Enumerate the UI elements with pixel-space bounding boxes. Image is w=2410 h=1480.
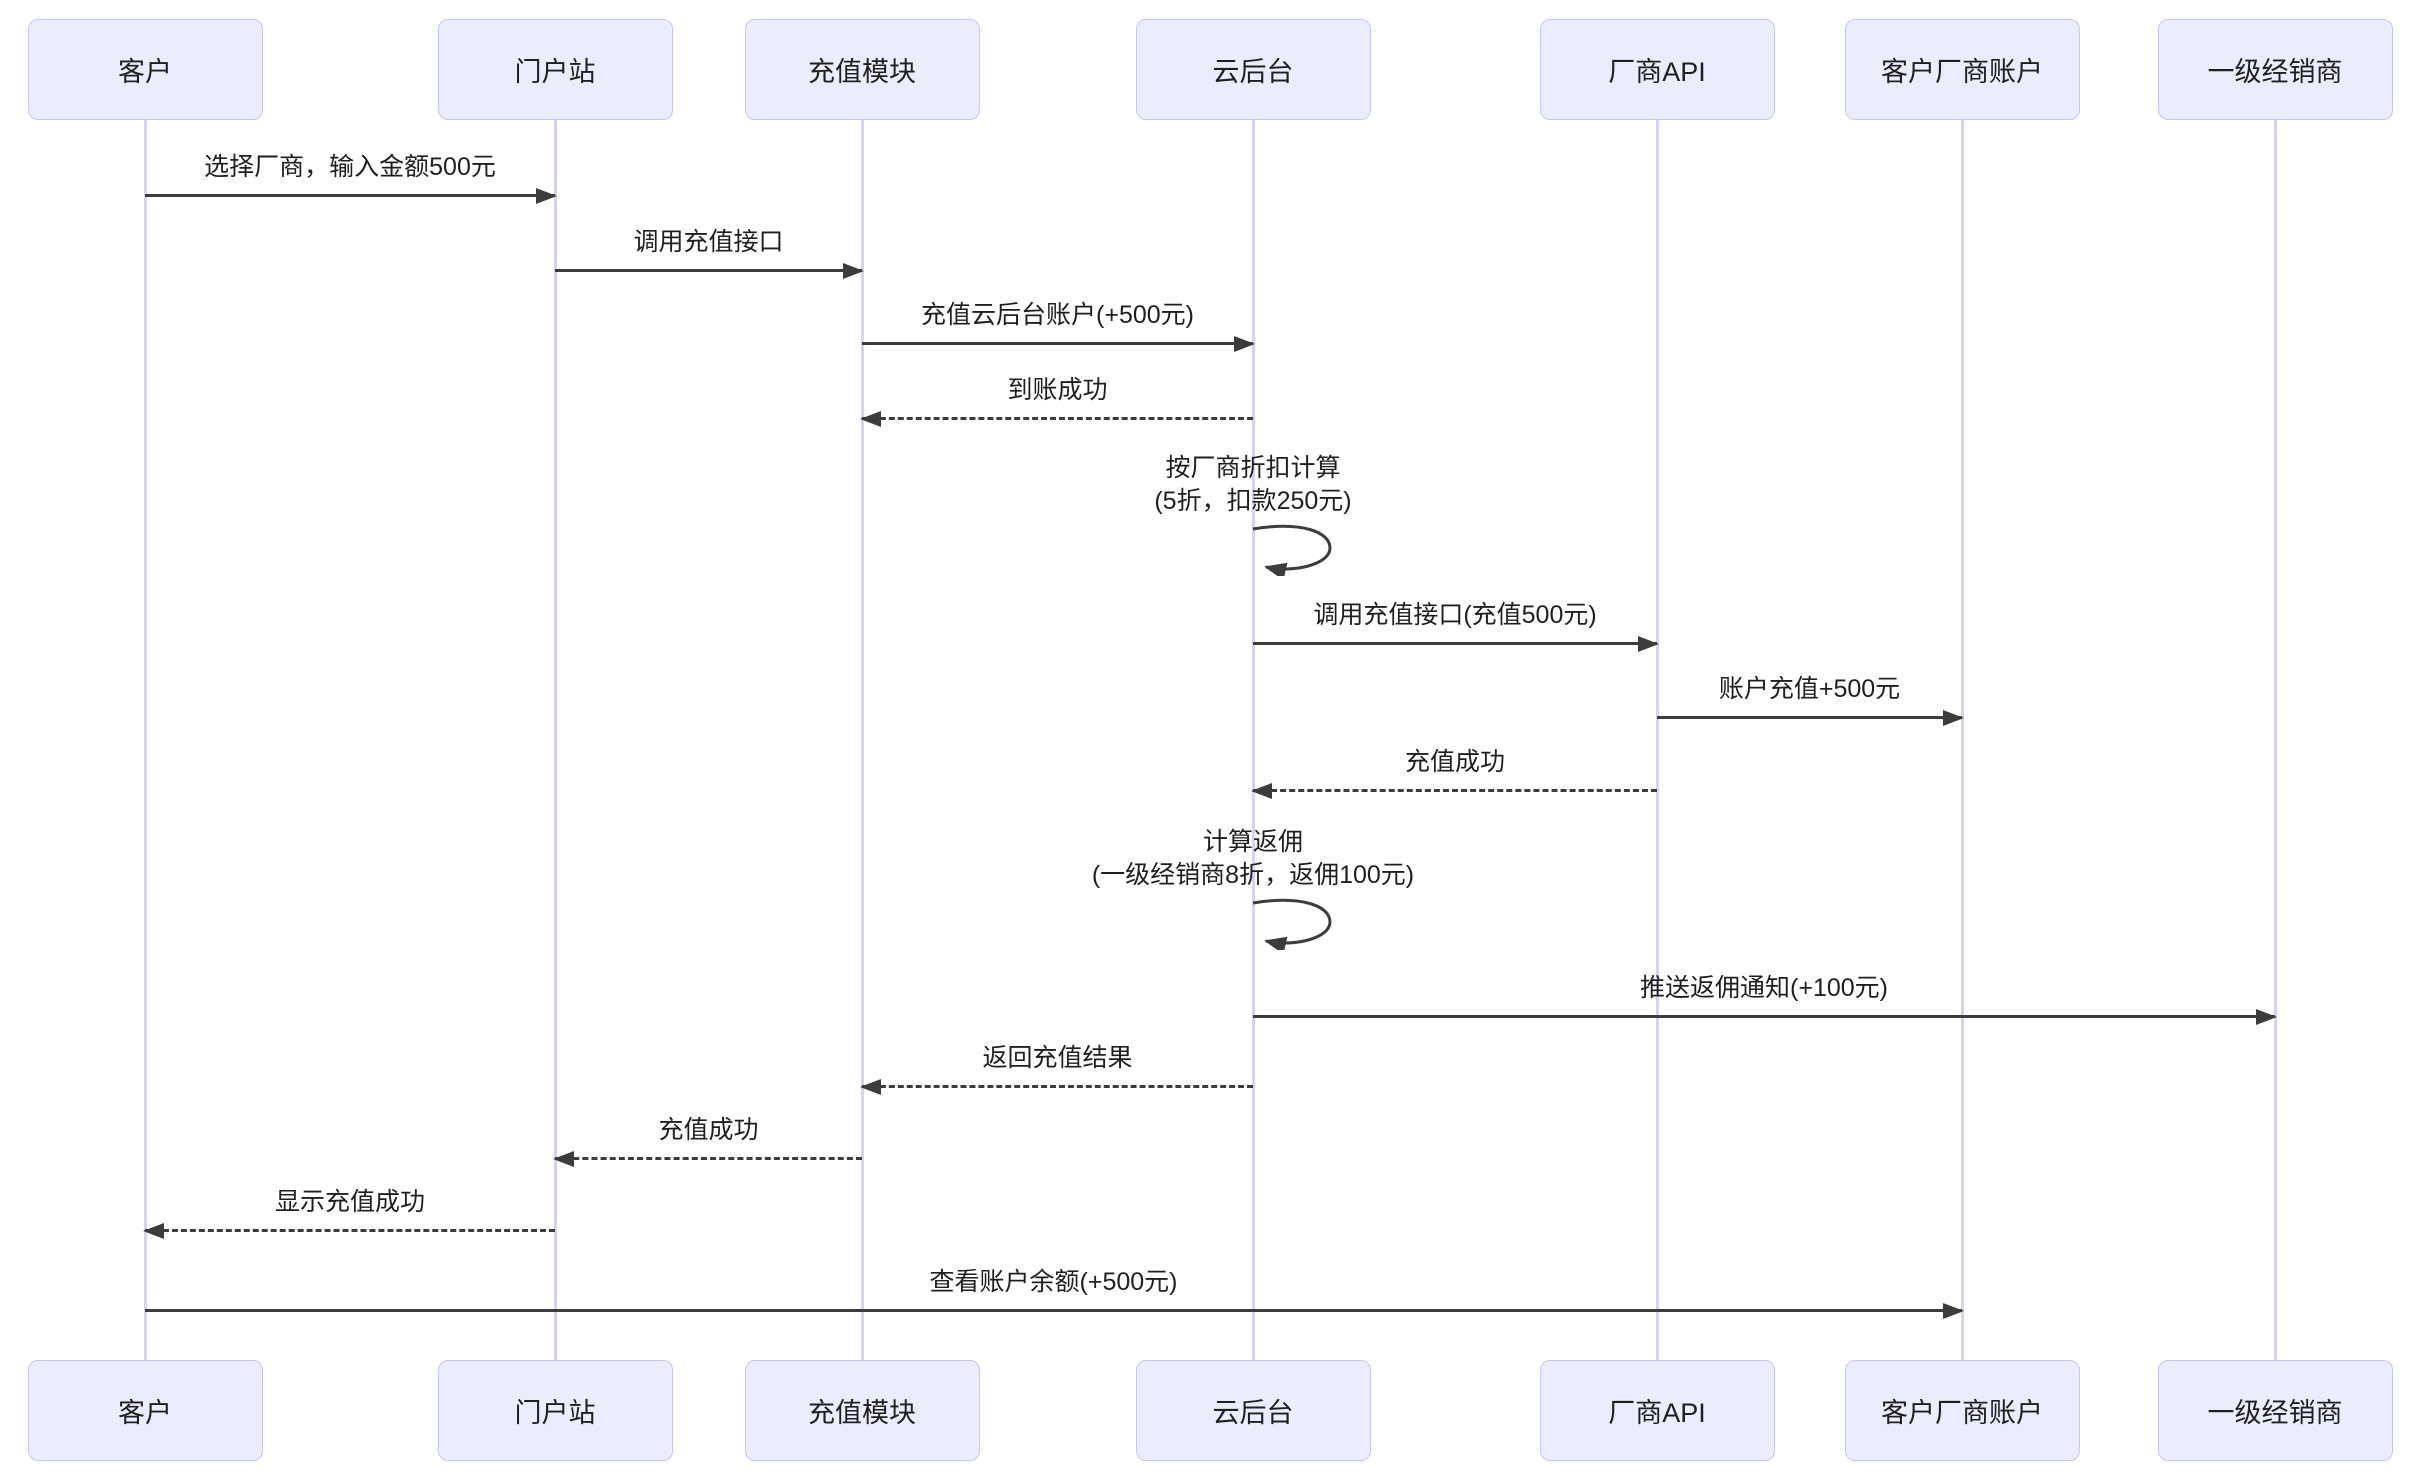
- actor-bottom-vendor-api: 厂商API: [1539, 1360, 1775, 1461]
- lifeline-recharge-module: [860, 120, 864, 1360]
- arrow-line: [1253, 789, 1657, 792]
- message-label: 计算返佣: [1202, 828, 1303, 856]
- arrowhead: [860, 1079, 881, 1095]
- arrow-line: [862, 417, 1253, 420]
- actor-bottom-customer: 客户: [27, 1360, 263, 1461]
- actor-label: 厂商API: [1608, 57, 1706, 87]
- actor-label: 客户厂商账户: [1881, 57, 2043, 87]
- message-label: 显示充值成功: [274, 1188, 425, 1216]
- actor-label: 一级经销商: [2207, 1398, 2343, 1428]
- lifeline-customer-vendor-account: [1960, 120, 1964, 1360]
- arrow-line: [145, 194, 555, 197]
- arrow-line: [145, 1309, 1962, 1312]
- message-label: 调用充值接口(充值500元): [1313, 601, 1597, 629]
- arrow-line: [555, 1157, 862, 1160]
- message-label: 查看账户余额(+500元): [929, 1268, 1178, 1296]
- arrowhead: [1638, 636, 1659, 652]
- message-recharge-success-to-portal: 充值成功: [553, 1108, 862, 1167]
- lifeline-portal-site: [553, 120, 557, 1360]
- message-label: 选择厂商，输入金额500元: [204, 153, 496, 181]
- actor-label: 门户站: [514, 57, 596, 87]
- message-label: 推送返佣通知(+100元): [1640, 974, 1888, 1002]
- lifeline-customer: [143, 120, 147, 1360]
- arrowhead: [1943, 1303, 1964, 1319]
- message-vendor-account-credit: 账户充值+500元: [1657, 667, 1964, 726]
- message-return-recharge-result: 返回充值结果: [860, 1036, 1253, 1095]
- actor-label: 云后台: [1212, 57, 1294, 87]
- self-message-vendor-discount-calculation: 按厂商折扣计算 (5折，扣款250元): [933, 452, 1573, 576]
- message-label: 账户充值+500元: [1718, 675, 1901, 703]
- actor-bottom-recharge-module: 充值模块: [744, 1360, 980, 1461]
- actor-top-portal-site: 门户站: [437, 19, 673, 120]
- arrow-line: [862, 1085, 1253, 1088]
- arrow-line: [1657, 716, 1962, 719]
- actor-top-level1-distributor: 一级经销商: [2157, 19, 2393, 120]
- lifeline-level1-distributor: [2273, 120, 2277, 1360]
- message-show-recharge-success: 显示充值成功: [143, 1180, 555, 1239]
- message-label: 调用充值接口: [633, 228, 784, 256]
- message-call-recharge-api: 调用充值接口: [555, 220, 864, 279]
- actor-bottom-portal-site: 门户站: [437, 1360, 673, 1461]
- actor-top-cloud-backend: 云后台: [1135, 19, 1371, 120]
- message-view-account-balance: 查看账户余额(+500元): [145, 1260, 1964, 1319]
- message-label: 充值成功: [1404, 748, 1505, 776]
- arrowhead: [1234, 336, 1255, 352]
- actor-top-recharge-module: 充值模块: [744, 19, 980, 120]
- actor-top-customer-vendor-account: 客户厂商账户: [1844, 19, 2080, 120]
- arrowhead: [860, 411, 881, 427]
- arrow-line: [555, 269, 862, 272]
- arrow-line: [1253, 642, 1657, 645]
- actor-label: 充值模块: [808, 1398, 916, 1428]
- actor-label: 云后台: [1212, 1398, 1294, 1428]
- arrowhead: [1251, 783, 1272, 799]
- arrowhead: [143, 1223, 164, 1239]
- lifeline-vendor-api: [1655, 120, 1659, 1360]
- message-label: (一级经销商8折，返佣100元): [1091, 861, 1415, 889]
- message-label: 返回充值结果: [982, 1044, 1133, 1072]
- arrow-line: [145, 1229, 555, 1232]
- actor-bottom-customer-vendor-account: 客户厂商账户: [1844, 1360, 2080, 1461]
- message-push-rebate-notice: 推送返佣通知(+100元): [1253, 966, 2277, 1025]
- message-recharge-success: 充值成功: [1251, 740, 1657, 799]
- message-label: (5折，扣款250元): [1154, 487, 1352, 515]
- actor-top-customer: 客户: [27, 19, 263, 120]
- actor-label: 厂商API: [1608, 1398, 1706, 1428]
- arrowhead: [2256, 1009, 2277, 1025]
- actor-bottom-level1-distributor: 一级经销商: [2157, 1360, 2393, 1461]
- actor-label: 客户: [118, 57, 172, 87]
- message-label: 充值成功: [658, 1116, 759, 1144]
- actor-label: 客户厂商账户: [1881, 1398, 2043, 1428]
- arrowhead: [536, 188, 557, 204]
- actor-label: 门户站: [514, 1398, 596, 1428]
- arrow-line: [1253, 1015, 2275, 1018]
- actor-top-vendor-api: 厂商API: [1539, 19, 1775, 120]
- lifeline-cloud-backend: [1251, 120, 1255, 1360]
- actor-bottom-cloud-backend: 云后台: [1135, 1360, 1371, 1461]
- arrowhead: [843, 263, 864, 279]
- arrowhead: [1943, 710, 1964, 726]
- message-call-vendor-recharge-api: 调用充值接口(充值500元): [1253, 593, 1659, 652]
- message-label: 到账成功: [1007, 376, 1108, 404]
- actor-label: 一级经销商: [2207, 57, 2343, 87]
- self-loop-arrow: [1252, 898, 1332, 950]
- message-label: 按厂商折扣计算: [1165, 454, 1341, 482]
- message-select-vendor-enter-amount: 选择厂商，输入金额500元: [145, 145, 557, 204]
- actor-label: 充值模块: [808, 57, 916, 87]
- message-arrival-success: 到账成功: [860, 368, 1253, 427]
- arrowhead: [553, 1151, 574, 1167]
- arrow-line: [862, 342, 1253, 345]
- message-recharge-cloud-account: 充值云后台账户(+500元): [862, 293, 1255, 352]
- self-loop-arrow: [1252, 524, 1332, 576]
- actor-label: 客户: [118, 1398, 172, 1428]
- self-message-rebate-calculation: 计算返佣 (一级经销商8折，返佣100元): [933, 826, 1573, 950]
- message-label: 充值云后台账户(+500元): [921, 301, 1194, 329]
